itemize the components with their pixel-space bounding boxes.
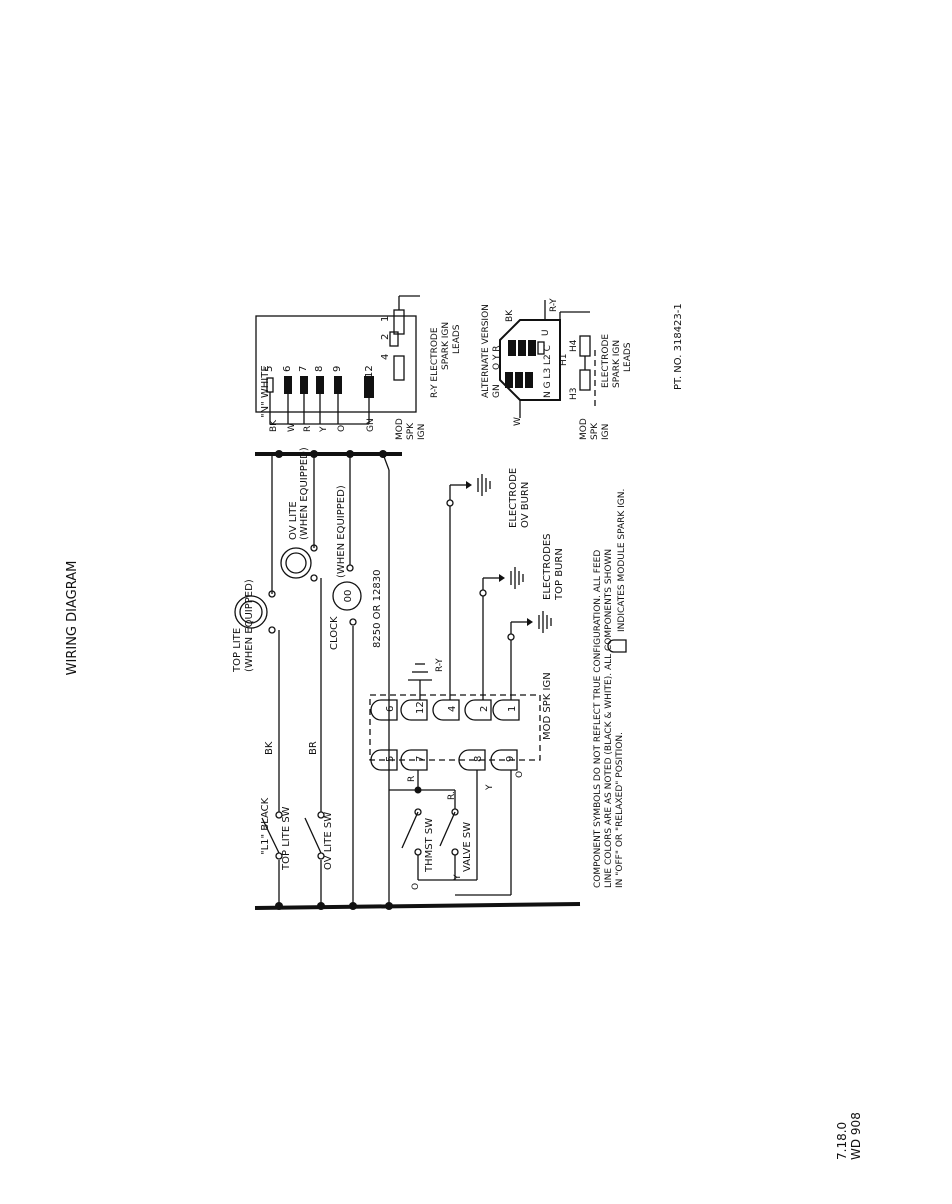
terminal-6: 6 xyxy=(385,706,396,712)
alternate-version-block xyxy=(499,300,596,418)
module-electrode-label-2: SPARK IGN xyxy=(441,322,451,370)
alt-label-ign: IGN xyxy=(601,424,611,440)
alt-oyr: O Y R xyxy=(492,345,502,370)
alt-pins-row: N G L3 L2 C xyxy=(543,345,553,398)
electrode-ov-label-2: OV BURN xyxy=(520,482,531,528)
pin-6: 6 xyxy=(282,366,293,372)
alt-w: W xyxy=(513,417,523,426)
alt-label-spk: SPK xyxy=(590,422,600,440)
terminal-7: 7 xyxy=(415,756,426,762)
module-electrode-label-1: R-Y ELECTRODE xyxy=(430,327,440,398)
note-line-2: LINE COLORS ARE AS NOTED (BLACK & WHITE)… xyxy=(604,549,614,888)
wire-bk-label: BK xyxy=(264,741,275,755)
wire-br-label: BR xyxy=(308,741,319,755)
clock-label: CLOCK xyxy=(329,616,340,650)
alt-h4: H4 xyxy=(569,339,579,352)
note-line-1: COMPONENT SYMBOLS DO NOT REFLECT TRUE CO… xyxy=(593,550,603,888)
pin-1: 1 xyxy=(380,316,391,322)
lead-o: O xyxy=(337,425,347,432)
thmst-sw-label: THMST SW xyxy=(424,818,435,873)
ov-lite-label: OV LITE xyxy=(288,501,299,540)
module-electrode-label-3: LEADS xyxy=(452,324,462,354)
wire-ry-label: R-Y xyxy=(435,658,445,672)
module-block xyxy=(255,295,420,425)
wire-o2-label: O xyxy=(515,771,525,778)
module-label-ign: IGN xyxy=(417,424,427,440)
alt-title: ALTERNATE VERSION xyxy=(481,304,491,398)
top-lite-note: (WHEN EQUIPPED) xyxy=(244,579,255,672)
alt-u: U xyxy=(541,329,551,336)
electrode-symbols xyxy=(450,474,552,633)
pin-4: 4 xyxy=(380,354,391,360)
alt-electrode-label-2: SPARK IGN xyxy=(612,340,622,388)
pin-9: 9 xyxy=(332,366,343,372)
electrodes-top-label-2: TOP BURN xyxy=(554,548,565,601)
terminal-1: 1 xyxy=(507,706,518,712)
note-line-3: IN "OFF" OR "RELAXED" POSITION. xyxy=(615,732,625,888)
lead-y: Y xyxy=(319,426,329,433)
alt-h1: H1 xyxy=(559,354,569,367)
top-lite-label: TOP LITE xyxy=(232,628,243,673)
pin-12: 12 xyxy=(364,365,375,378)
wire-r2-label: R. xyxy=(447,791,457,800)
terminal-8: 8 xyxy=(473,756,484,762)
wd-code: WD 908 xyxy=(849,1112,863,1160)
doc-code: 7.18.0 xyxy=(835,1122,849,1160)
ov-lite-branch xyxy=(280,454,325,906)
clock-branch: 00 xyxy=(332,454,362,906)
ov-lite-sw-label: OV LITE SW xyxy=(323,812,334,870)
terminal-5: 5 xyxy=(385,756,396,762)
alt-gn: GN xyxy=(492,384,502,398)
lead-w: W xyxy=(287,423,297,432)
svg-text:00: 00 xyxy=(343,590,354,603)
pin-5: 5 xyxy=(264,366,275,372)
wire-o-label: O xyxy=(411,883,421,890)
module-lead-labels: BK W R Y O GN 5 6 7 8 9 12 4 2 1 xyxy=(264,316,391,433)
top-lite-sw-label: TOP LITE SW xyxy=(281,806,292,871)
module-wiring xyxy=(369,453,541,906)
lead-r: R xyxy=(303,426,313,432)
pin-7: 7 xyxy=(298,366,309,372)
alt-electrode-label-3: LEADS xyxy=(623,342,633,372)
pin-8: 8 xyxy=(314,366,325,372)
alt-bk: BK xyxy=(505,309,515,322)
terminal-12: 12 xyxy=(415,701,426,714)
alt-h3: H3 xyxy=(569,388,579,401)
ov-lite-note: (WHEN EQUIPPED) xyxy=(299,447,310,540)
wire-y1-label: Y xyxy=(453,874,463,881)
wire-r1-label: R xyxy=(407,776,417,782)
alt-electrode-label-1: ELECTRODE xyxy=(601,334,611,388)
clock-parts-label: 8250 OR 12830 xyxy=(372,570,383,648)
terminal-numbers: 5 7 8 9 6 12 4 2 1 xyxy=(385,701,518,762)
terminal-4: 4 xyxy=(447,706,458,712)
alt-label-mod: MOD xyxy=(579,418,589,440)
electrode-ov-label: ELECTRODE xyxy=(508,468,519,528)
note-line-3b: INDICATES MODULE SPARK IGN. xyxy=(617,489,627,632)
clock-note: (WHEN EQUIPPED) xyxy=(336,485,347,578)
module-spark-ign-symbol xyxy=(607,639,627,653)
valve-sw-label: VALVE SW xyxy=(462,822,473,872)
terminal-2: 2 xyxy=(479,706,490,712)
lead-bk: BK xyxy=(269,419,279,432)
mod-spk-ign-label: MOD SPK IGN xyxy=(542,672,553,740)
top-lite-branch xyxy=(234,454,283,906)
lead-gn: GN xyxy=(366,418,376,432)
wire-y2-label: Y xyxy=(485,784,495,791)
module-label-mod: MOD xyxy=(395,418,405,440)
module-label-spk: SPK xyxy=(406,422,416,440)
alt-ry: R-Y xyxy=(549,298,559,312)
terminal-9: 9 xyxy=(505,756,516,762)
l1-bus xyxy=(254,902,581,910)
electrodes-top-label: ELECTRODES xyxy=(542,534,553,600)
pin-2: 2 xyxy=(380,334,391,340)
part-number: PT. NO. 318423-1 xyxy=(673,303,684,390)
page-title: WIRING DIAGRAM xyxy=(65,561,80,676)
n-label: "N" WHITE xyxy=(260,365,271,418)
